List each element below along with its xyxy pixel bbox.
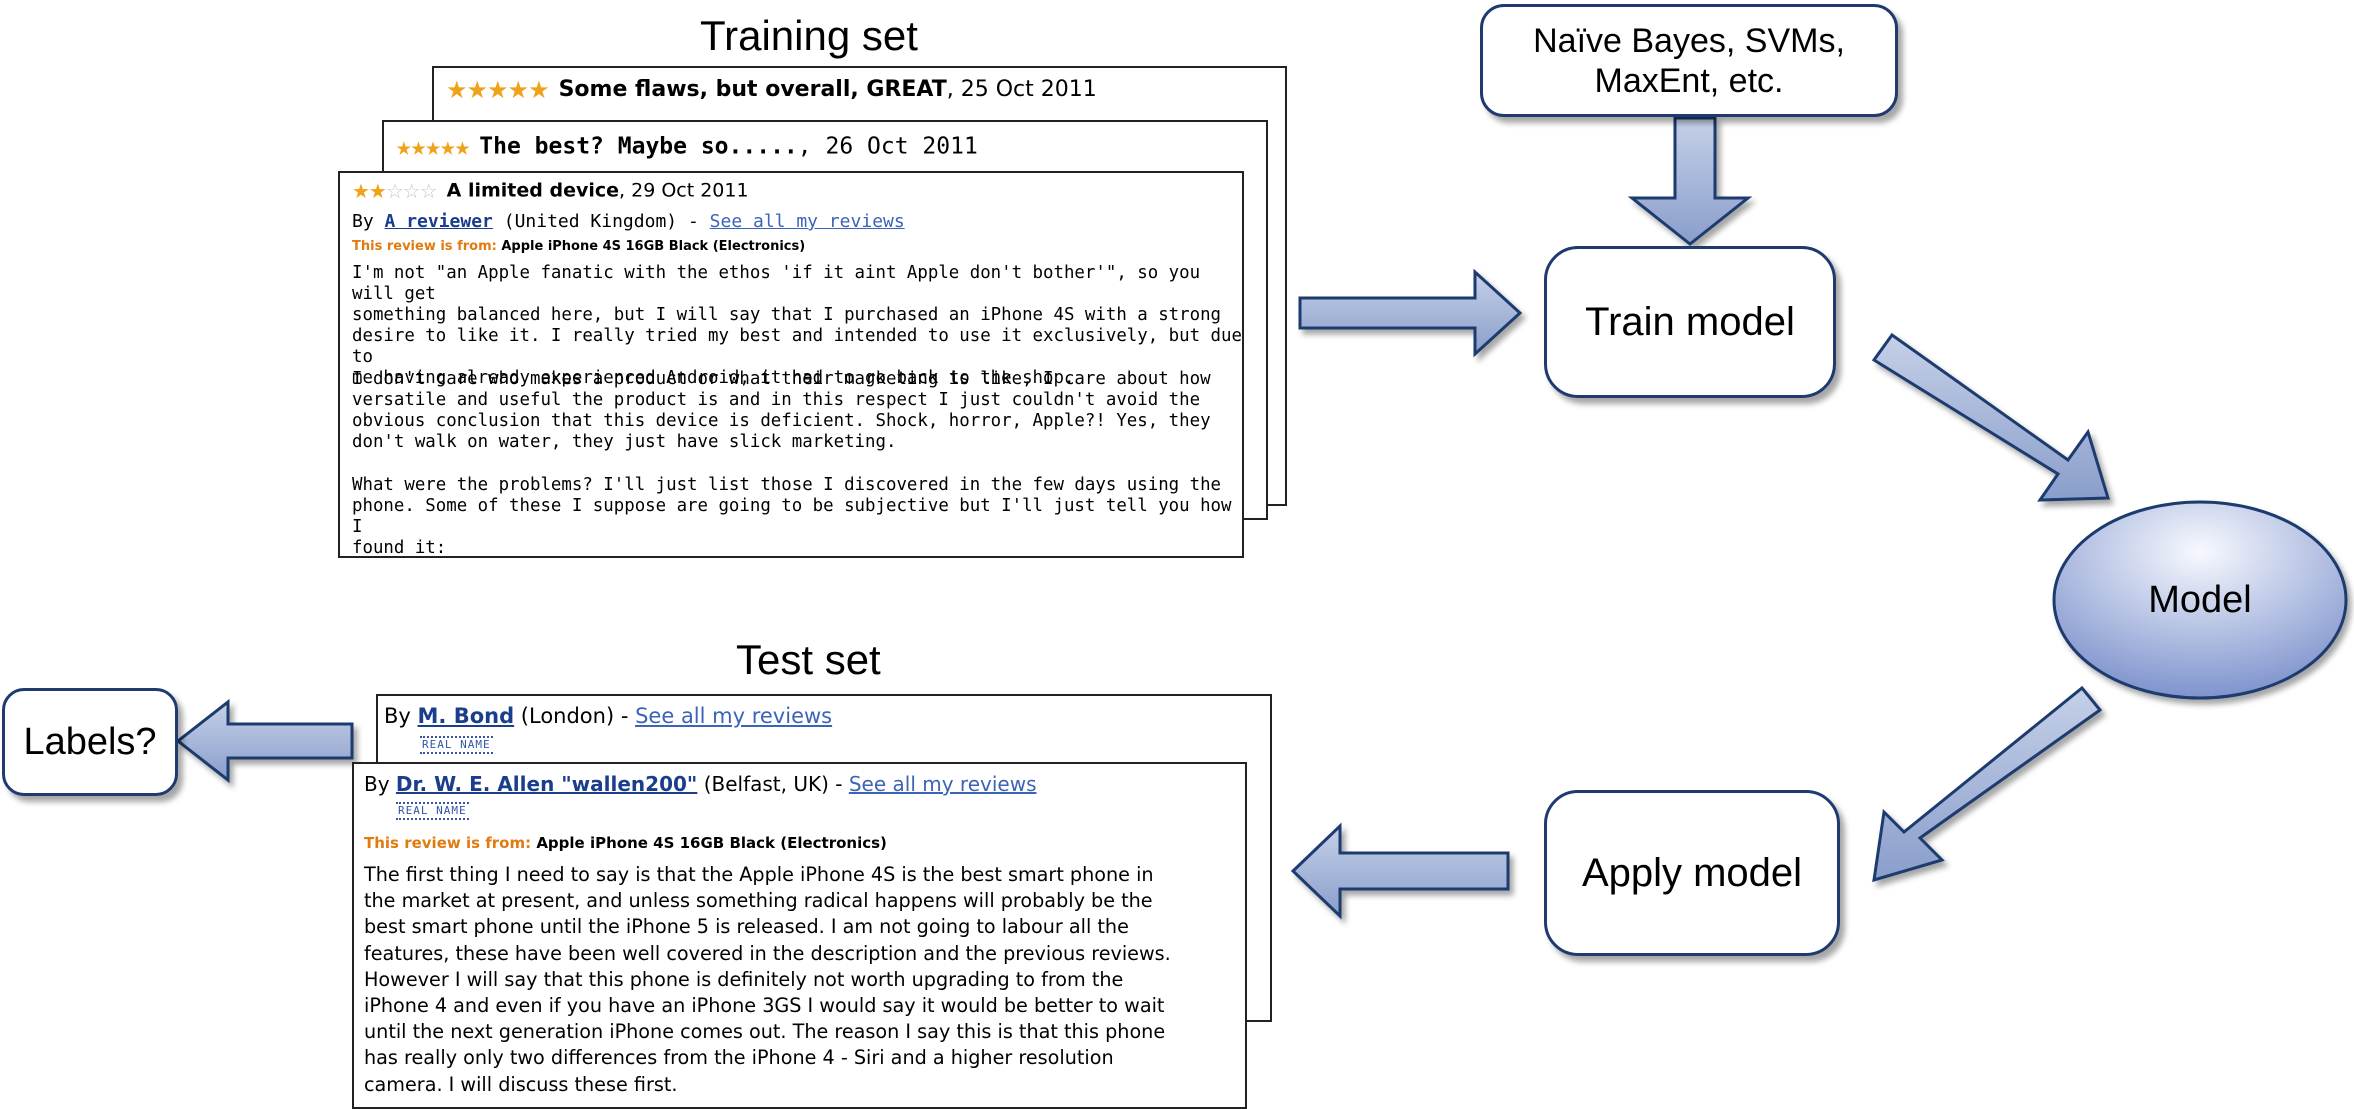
review-date: , 29 Oct 2011 — [619, 179, 749, 202]
train-model-node: Train model — [1544, 246, 1836, 398]
labels-node: Labels? — [2, 688, 178, 796]
rating-stars: ★★★★★ — [446, 76, 550, 104]
review-paragraph-1: I'm not "an Apple fanatic with the ethos… — [352, 263, 1242, 388]
see-all-reviews-link[interactable]: See all my reviews — [848, 772, 1037, 796]
real-name-badge: REAL NAME — [396, 802, 469, 820]
arrow-training-to-train — [1298, 268, 1523, 358]
model-node-shape — [2052, 500, 2348, 700]
review-body: The first thing I need to say is that th… — [364, 863, 1171, 1096]
product-name: Apple iPhone 4S 16GB Black (Electronics) — [501, 239, 806, 254]
test-review-card-2: By Dr. W. E. Allen "wallen200" (Belfast,… — [352, 762, 1247, 1109]
review-date: , 26 Oct 2011 — [797, 133, 978, 160]
arrow-model-to-apply — [1872, 685, 2103, 883]
product-name: Apple iPhone 4S 16GB Black (Electronics) — [536, 834, 887, 852]
reviewer-link[interactable]: M. Bond — [417, 704, 515, 728]
real-name-badge: REAL NAME — [420, 736, 493, 754]
arrow-algorithms-to-train — [1627, 116, 1753, 246]
algorithms-node: Naïve Bayes, SVMs, MaxEnt, etc. — [1480, 4, 1898, 117]
arrow-test-to-labels — [175, 698, 354, 784]
rating-stars: ★★★★★ — [396, 132, 470, 162]
rating-stars: ★★☆☆☆ — [352, 179, 438, 203]
training-set-title: Training set — [700, 12, 918, 59]
arrow-train-to-model — [1871, 332, 2111, 502]
review-title: The best? Maybe so..... — [479, 133, 798, 160]
training-review-card-3: ★★☆☆☆A limited device, 29 Oct 2011 By A … — [338, 171, 1244, 558]
review-from-label: This review is from: — [352, 239, 502, 254]
review-title: Some flaws, but overall, GREAT — [558, 77, 947, 102]
reviewer-link[interactable]: Dr. W. E. Allen "wallen200" — [395, 772, 698, 796]
review-date: , 25 Oct 2011 — [946, 77, 1097, 102]
see-all-reviews-link[interactable]: See all my reviews — [635, 704, 833, 728]
review-title: A limited device — [446, 179, 620, 202]
test-set-title: Test set — [736, 636, 881, 683]
arrow-apply-to-test — [1290, 822, 1510, 920]
review-paragraph-3: What were the problems? I'll just list t… — [352, 475, 1232, 558]
review-from-label: This review is from: — [364, 834, 537, 852]
see-all-reviews-link[interactable]: See all my reviews — [709, 211, 905, 232]
apply-model-node: Apply model — [1544, 790, 1840, 956]
reviewer-link[interactable]: A reviewer — [384, 211, 493, 232]
model-node-label: Model — [2148, 578, 2252, 621]
review-paragraph-2: I don't care who makes a product or what… — [352, 369, 1211, 452]
